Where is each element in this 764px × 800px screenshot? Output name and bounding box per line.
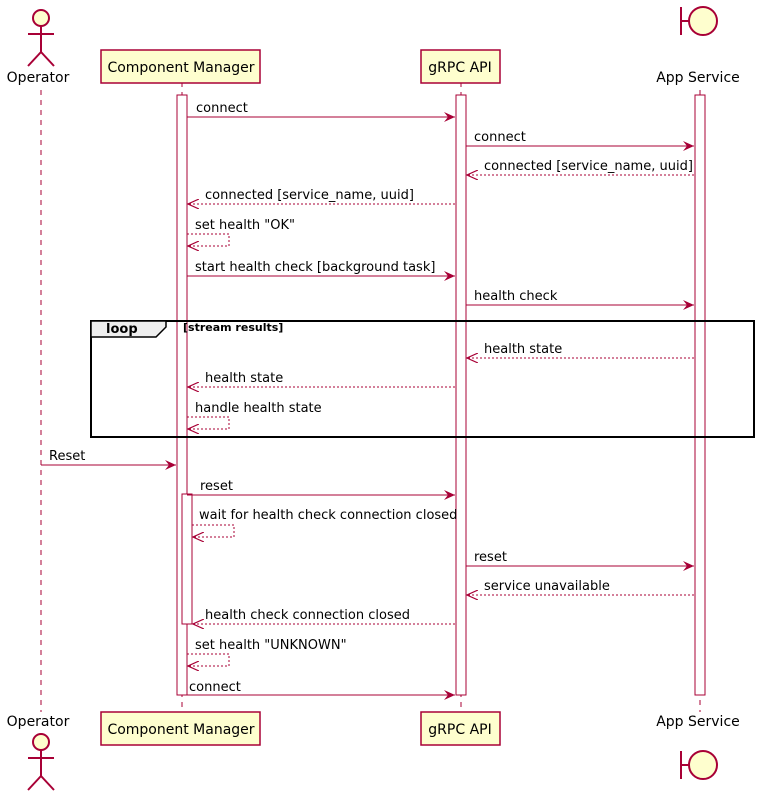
loop-condition: [stream results]: [183, 321, 283, 334]
message-label: wait for health check connection closed: [199, 508, 457, 523]
message-reset-cm-to-api: reset: [187, 479, 455, 500]
message-label: connect: [474, 130, 526, 145]
boundary-icon: [688, 6, 718, 36]
participant-app-service-label: App Service: [656, 70, 740, 86]
message-label: set health "UNKNOWN": [195, 638, 347, 653]
message-label: reset: [474, 550, 507, 565]
participant-grpc-api-label: gRPC API: [428, 60, 491, 76]
message-label: start health check [background task]: [195, 260, 435, 275]
message-connection-closed: health check connection closed: [193, 608, 455, 624]
message-label: set health "OK": [195, 218, 295, 233]
actor-head-icon: [32, 9, 50, 27]
activation-component-manager: [176, 94, 188, 696]
message-label: reset: [200, 479, 233, 494]
participant-app-service-top: App Service: [656, 6, 740, 86]
message-label: handle health state: [195, 401, 322, 416]
participant-component-manager-label: Component Manager: [107, 60, 254, 76]
message-connect-cm-to-api: connect: [187, 101, 455, 122]
message-health-state-api-to-cm: health state: [188, 371, 455, 387]
message-service-unavailable: service unavailable: [467, 579, 694, 595]
message-label: service unavailable: [484, 579, 610, 594]
message-label: health state: [205, 371, 283, 386]
participant-app-service-label: App Service: [656, 714, 740, 730]
message-label: Reset: [49, 449, 85, 464]
boundary-icon: [688, 750, 718, 780]
message-wait-for-closed: wait for health check connection closed: [192, 508, 457, 537]
message-connected-app-to-api: connected [service_name, uuid]: [467, 159, 694, 175]
message-connect-final: connect: [187, 680, 455, 700]
participant-component-manager-label: Component Manager: [107, 722, 254, 738]
message-reset-operator-to-cm: Reset: [41, 449, 176, 470]
actor-head-icon: [32, 733, 50, 751]
message-handle-health-state: handle health state: [187, 401, 322, 429]
message-label: connect: [196, 101, 248, 116]
activation-grpc-api: [455, 94, 467, 696]
participant-operator-label: Operator: [7, 70, 70, 86]
participant-component-manager-bottom: Component Manager: [100, 711, 261, 746]
actor-operator-top: Operator: [7, 9, 70, 86]
activation-app-service: [694, 94, 706, 696]
message-health-check-api-to-app: health check: [466, 289, 694, 310]
participant-grpc-api-bottom: gRPC API: [420, 711, 501, 746]
message-label: connected [service_name, uuid]: [484, 159, 693, 174]
participant-operator-label: Operator: [7, 714, 70, 730]
loop-keyword: loop: [106, 322, 138, 337]
message-label: health check: [474, 289, 558, 304]
message-label: connected [service_name, uuid]: [205, 188, 414, 203]
message-label: health state: [484, 342, 562, 357]
message-label: connect: [189, 680, 241, 695]
message-set-health-ok: set health "OK": [187, 218, 295, 246]
actor-operator-bottom: Operator: [7, 714, 70, 791]
message-connected-api-to-cm: connected [service_name, uuid]: [188, 188, 455, 204]
participant-grpc-api-top: gRPC API: [420, 49, 501, 84]
message-reset-api-to-app: reset: [466, 550, 694, 571]
participant-app-service-bottom: App Service: [656, 714, 740, 780]
message-health-state-app-to-api: health state: [467, 342, 694, 358]
activation-component-manager-nested: [181, 493, 193, 625]
loop-frame: loop [stream results]: [90, 320, 755, 438]
message-label: health check connection closed: [205, 608, 410, 623]
message-set-health-unknown: set health "UNKNOWN": [187, 638, 347, 666]
participant-grpc-api-label: gRPC API: [428, 722, 491, 738]
participant-component-manager-top: Component Manager: [100, 49, 261, 84]
loop-tab: [90, 320, 167, 338]
message-start-health-check: start health check [background task]: [187, 260, 455, 281]
message-connect-api-to-app: connect: [466, 130, 694, 151]
